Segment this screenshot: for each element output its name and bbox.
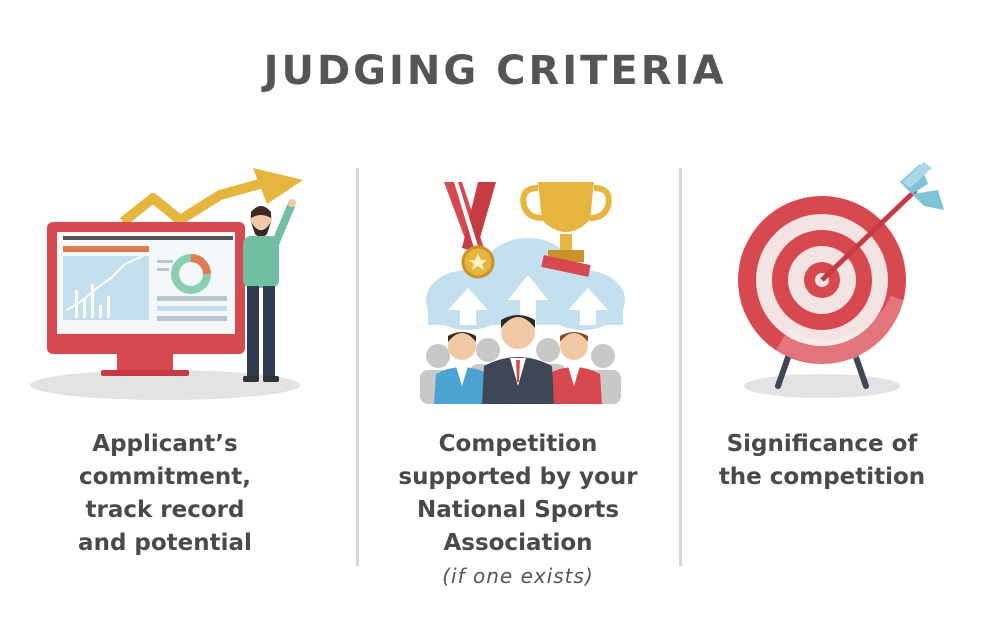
divider-right	[679, 168, 682, 566]
page-title: JUDGING CRITERIA	[263, 48, 727, 94]
criterion-note: (if one exists)	[442, 564, 594, 588]
criterion-caption: Significance of the competition	[718, 431, 926, 490]
divider-left	[356, 168, 359, 566]
criterion-caption: Competition supported by your National S…	[358, 428, 678, 593]
target-arrow-icon	[738, 162, 944, 398]
medal-trophy-people-icon	[420, 182, 625, 404]
monitor-analytics-icon	[30, 168, 303, 400]
criterion-caption: Applicant’s commitment, track record and…	[78, 431, 252, 556]
